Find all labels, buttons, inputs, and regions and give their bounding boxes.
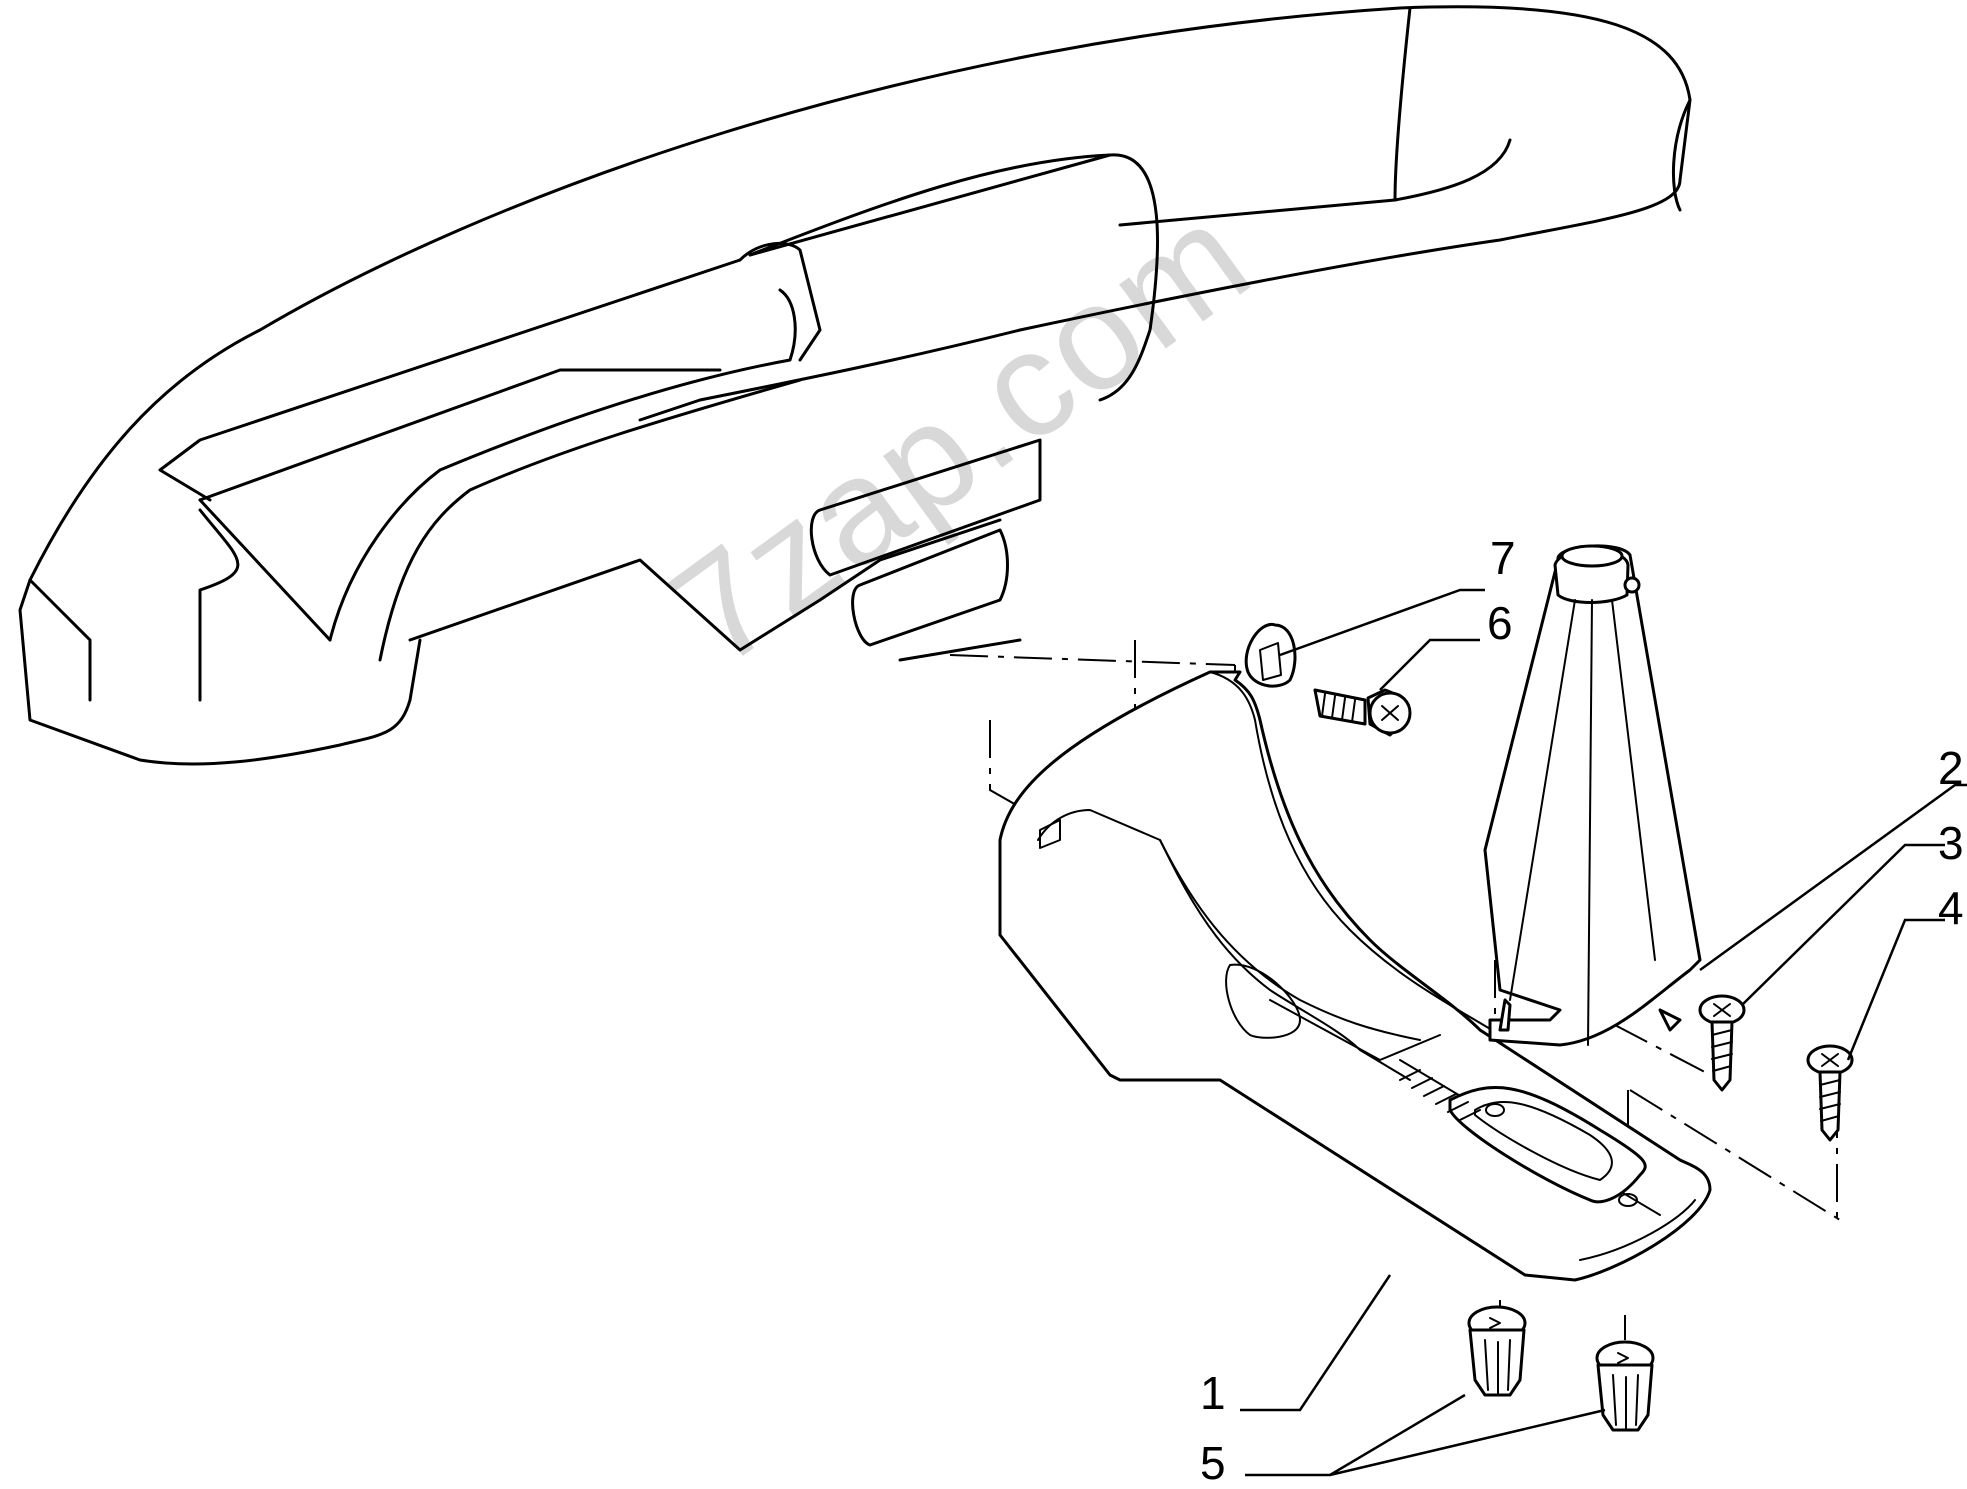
callout-5: 5 [1200,1437,1226,1489]
screw-3 [1698,994,1746,1092]
screw-4 [1806,1044,1854,1142]
screw-6 [1313,688,1412,737]
callout-6: 6 [1487,597,1513,649]
callout-1: 1 [1200,1367,1226,1419]
leader-lines [1240,588,1967,1477]
callout-2: 2 [1938,742,1964,794]
gear-lever-boot [1483,544,1702,1047]
callout-4: 4 [1938,882,1964,934]
cap [1244,623,1297,688]
dashboard-outline [18,5,1692,766]
clip-right [1595,1340,1655,1432]
clip-left [1467,1305,1527,1397]
callout-3: 3 [1938,817,1964,869]
callout-7: 7 [1490,532,1516,584]
center-console [998,670,1712,1282]
